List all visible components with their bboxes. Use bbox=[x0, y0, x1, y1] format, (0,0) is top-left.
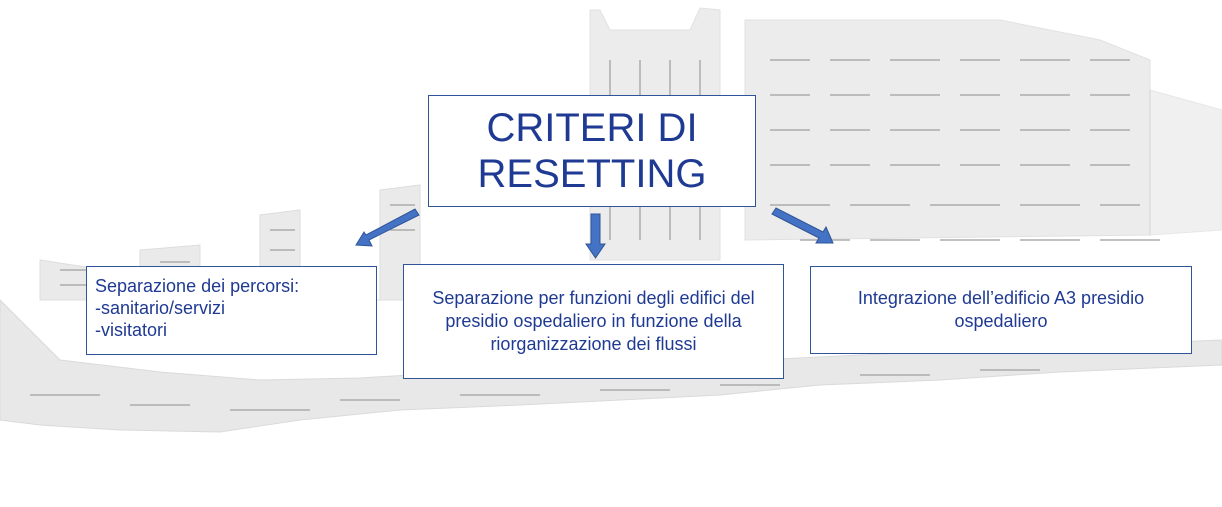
middle-box: Separazione per funzioni degli edifici d… bbox=[403, 264, 784, 379]
left-box: Separazione dei percorsi: -sanitario/ser… bbox=[86, 266, 377, 355]
diagram-title: CRITERI DI RESETTING bbox=[477, 106, 707, 196]
left-box-line: -sanitario/servizi bbox=[95, 298, 226, 318]
middle-box-text: Separazione per funzioni degli edifici d… bbox=[432, 288, 755, 354]
right-box-text: Integrazione dell’edificio A3 presidio o… bbox=[857, 288, 1145, 331]
left-box-line: Separazione dei percorsi: bbox=[95, 276, 300, 296]
title-box: CRITERI DI RESETTING bbox=[428, 95, 756, 207]
left-box-line: -visitatori bbox=[95, 320, 168, 340]
right-box: Integrazione dell’edificio A3 presidio o… bbox=[810, 266, 1192, 354]
